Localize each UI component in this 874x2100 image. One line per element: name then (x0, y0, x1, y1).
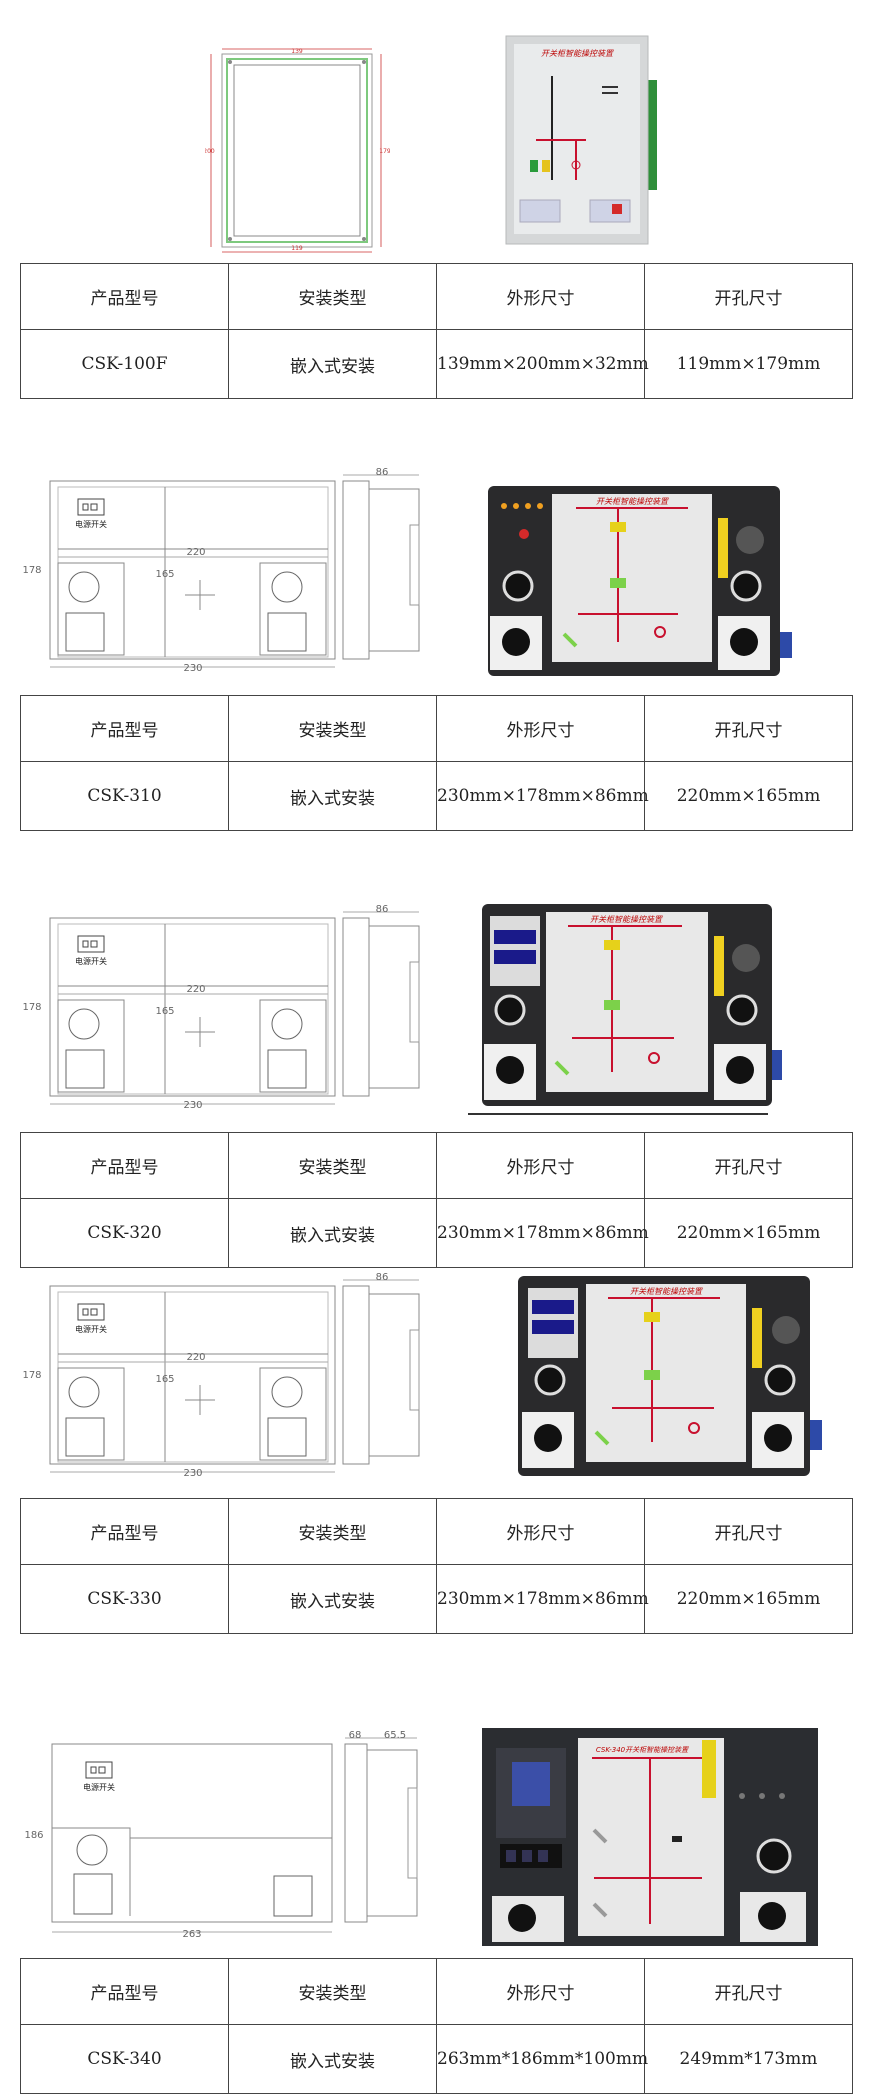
csk-310-spec-table: 产品型号 安装类型 外形尺寸 开孔尺寸 CSK-310 嵌入式安装 230mm×… (20, 695, 853, 831)
csk-320-dimension-drawing: 电源开关 220 165 230 178 86 (22, 904, 420, 1111)
power-switch-label: 电源开关 (75, 1324, 107, 1334)
cell-install-type: 嵌入式安装 (228, 1564, 437, 1634)
dim-cutout-height: 165 (155, 1006, 174, 1017)
csk-100f-spec-table: 产品型号 安装类型 外形尺寸 开孔尺寸 CSK-100F 嵌入式安装 139mm… (20, 263, 853, 399)
dim-cutout-height: 165 (155, 569, 174, 580)
cell-install-type: 嵌入式安装 (228, 329, 437, 399)
cell-outline-size: 139mm×200mm×32mm (436, 329, 649, 399)
csk-100f-product-photo: 开关柜智能操控装置 (505, 35, 657, 245)
cell-cutout-size: 220mm×165mm (644, 1564, 853, 1634)
csk-340-spec-table: 产品型号 安装类型 外形尺寸 开孔尺寸 CSK-340 嵌入式安装 263mm*… (20, 1958, 853, 2094)
csk-320-product-photo: 开关柜智能操控装置 (468, 904, 782, 1115)
csk-330-product-photo: 开关柜智能操控装置 (518, 1276, 822, 1476)
header-cutout-size: 开孔尺寸 (644, 1132, 853, 1199)
dim-width: 230 (183, 1100, 202, 1111)
header-install-type: 安装类型 (228, 1132, 437, 1199)
header-model: 产品型号 (20, 1958, 229, 2025)
cell-cutout-size: 220mm×165mm (644, 761, 853, 831)
power-switch-label: 电源开关 (83, 1782, 115, 1792)
cell-model: CSK-310 (20, 761, 229, 831)
dim-cutout-width: 220 (186, 1352, 205, 1363)
dim-width: 230 (183, 663, 202, 674)
cell-outline-size: 263mm*186mm*100mm (436, 2024, 648, 2094)
dim-height: 178 (22, 565, 41, 576)
dim-depth: 86 (376, 1272, 389, 1283)
csk-310-dimension-drawing: 电源开关 220 165 230 178 86 (22, 467, 420, 674)
header-cutout-size: 开孔尺寸 (644, 263, 853, 330)
csk-320-panel-title: 开关柜智能操控装置 (590, 915, 663, 924)
csk-310-product-photo: 开关柜智能操控装置 (488, 486, 792, 676)
csk-330-spec-table: 产品型号 安装类型 外形尺寸 开孔尺寸 CSK-330 嵌入式安装 230mm×… (20, 1498, 853, 1634)
cell-outline-size: 230mm×178mm×86mm (436, 1198, 649, 1268)
csk-340-panel-title: CSK-340开关柜智能操控装置 (596, 1746, 689, 1754)
csk-100f-panel-title: 开关柜智能操控装置 (541, 49, 614, 58)
dim-depth: 86 (376, 467, 389, 478)
cell-cutout-size: 119mm×179mm (644, 329, 853, 399)
dim-height: 178 (22, 1370, 41, 1381)
dim-height-label: 200 (205, 148, 215, 155)
header-install-type: 安装类型 (228, 1498, 437, 1565)
dim-cutout-height-label: 179 (379, 148, 390, 155)
cell-outline-size: 230mm×178mm×86mm (436, 761, 649, 831)
header-model: 产品型号 (20, 1498, 229, 1565)
dim-cutout-width: 220 (186, 547, 205, 558)
csk-330-panel-title: 开关柜智能操控装置 (630, 1287, 703, 1296)
dim-height: 178 (22, 1002, 41, 1013)
cell-outline-size: 230mm×178mm×86mm (436, 1564, 649, 1634)
dim-cutout-height: 165 (155, 1374, 174, 1385)
csk-100f-dimension-drawing: 139 119 200 179 (205, 48, 390, 253)
cell-cutout-size: 220mm×165mm (644, 1198, 853, 1268)
cell-model: CSK-100F (20, 329, 229, 399)
dim-cutout-width: 220 (186, 984, 205, 995)
dim-width-label: 139 (291, 48, 303, 55)
header-model: 产品型号 (20, 263, 229, 330)
cell-cutout-size: 249mm*173mm (644, 2024, 853, 2094)
cell-model: CSK-330 (20, 1564, 229, 1634)
header-model: 产品型号 (20, 695, 229, 762)
cell-model: CSK-320 (20, 1198, 229, 1268)
csk-340-dimension-drawing: 电源开关 263 186 68 65.5 (24, 1730, 418, 1940)
power-switch-label: 电源开关 (75, 519, 107, 529)
dim-depth-a: 68 (349, 1730, 362, 1741)
cell-install-type: 嵌入式安装 (228, 761, 437, 831)
dim-depth-b: 65.5 (384, 1730, 406, 1741)
csk-330-dimension-drawing: 电源开关 220 165 230 178 86 (22, 1272, 420, 1479)
csk-340-product-photo: CSK-340开关柜智能操控装置 (482, 1728, 818, 1946)
dim-cutout-width-label: 119 (291, 245, 303, 252)
header-outline-size: 外形尺寸 (436, 263, 645, 330)
dim-width: 263 (182, 1929, 201, 1940)
csk-310-panel-title: 开关柜智能操控装置 (596, 497, 669, 506)
cell-model: CSK-340 (20, 2024, 229, 2094)
cell-install-type: 嵌入式安装 (228, 2024, 437, 2094)
header-model: 产品型号 (20, 1132, 229, 1199)
power-switch-label: 电源开关 (75, 956, 107, 966)
header-cutout-size: 开孔尺寸 (644, 1498, 853, 1565)
header-install-type: 安装类型 (228, 695, 437, 762)
cell-install-type: 嵌入式安装 (228, 1198, 437, 1268)
header-outline-size: 外形尺寸 (436, 1498, 645, 1565)
header-cutout-size: 开孔尺寸 (644, 695, 853, 762)
csk-320-spec-table: 产品型号 安装类型 外形尺寸 开孔尺寸 CSK-320 嵌入式安装 230mm×… (20, 1132, 853, 1268)
header-install-type: 安装类型 (228, 1958, 437, 2025)
dim-width: 230 (183, 1468, 202, 1479)
header-outline-size: 外形尺寸 (436, 1958, 645, 2025)
header-outline-size: 外形尺寸 (436, 695, 645, 762)
header-install-type: 安装类型 (228, 263, 437, 330)
header-outline-size: 外形尺寸 (436, 1132, 645, 1199)
dim-depth: 86 (376, 904, 389, 915)
header-cutout-size: 开孔尺寸 (644, 1958, 853, 2025)
dim-height: 186 (24, 1830, 43, 1841)
